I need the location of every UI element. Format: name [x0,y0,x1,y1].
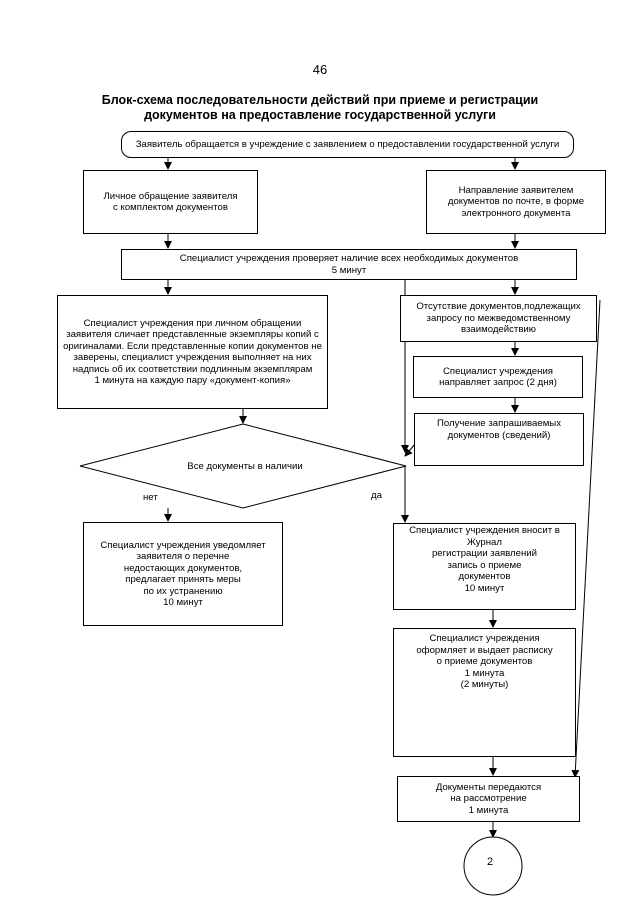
arrow-receive-to-decision [404,443,416,457]
send-request-box: Специалист учреждения направляет запрос … [413,356,583,398]
arrow-receive-to-transfer [571,299,601,778]
connector-circle [463,836,523,896]
personal-appeal-box: Личное обращение заявителя с комплектом … [83,170,258,234]
connector-label: 2 [486,856,494,868]
mail-submission-box: Направление заявителем документов по поч… [426,170,606,234]
page-number: 46 [312,62,328,77]
transfer-documents-box: Документы передаются на рассмотрение 1 м… [397,776,580,822]
decision-label: Все документы в наличии [187,461,303,472]
document-check-box: Специалист учреждения проверяет наличие … [121,249,577,280]
start-box: Заявитель обращается в учреждение с заяв… [121,131,574,158]
decision-diamond [79,423,407,509]
notify-applicant-box: Специалист учреждения уведомляет заявите… [83,522,283,626]
issue-receipt-box: Специалист учреждения оформляет и выдает… [393,628,576,757]
copy-comparison-box: Специалист учреждения при личном обращен… [57,295,328,409]
no-branch-label: нет [143,492,158,503]
register-application-box: Специалист учреждения вносит в Журнал ре… [393,523,576,610]
yes-branch-label: да [371,490,382,501]
receive-documents-box: Получение запрашиваемых документов (свед… [414,413,584,466]
diagram-title: Блок-схема последовательности действий п… [101,93,539,122]
missing-documents-box: Отсутствие документов,подлежащих запросу… [400,295,597,342]
